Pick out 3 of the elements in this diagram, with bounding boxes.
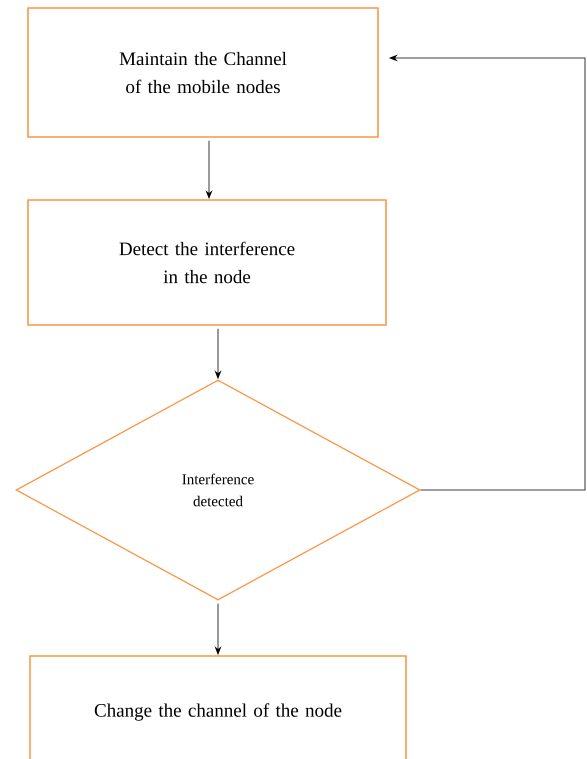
process-box: Maintain the Channel of the mobile nodes: [27, 7, 379, 138]
process-box: Change the channel of the node: [29, 655, 407, 759]
process-box: Detect the interference in the node: [27, 199, 387, 326]
